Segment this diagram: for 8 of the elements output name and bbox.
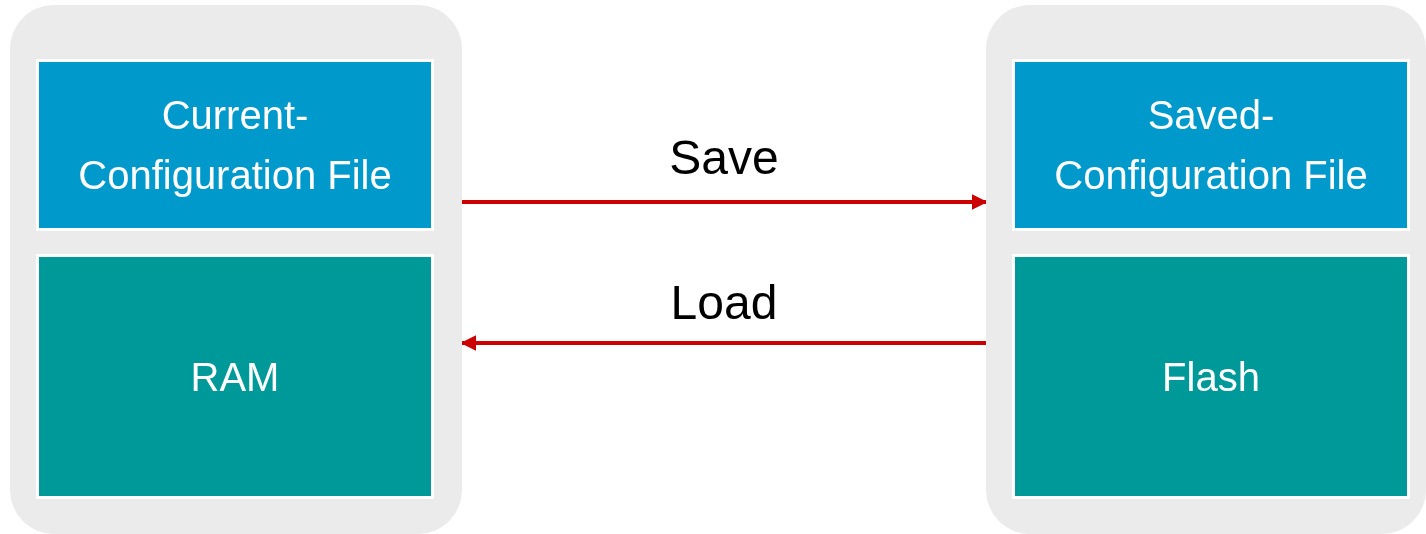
memory-box: RAM <box>36 254 434 499</box>
arrow <box>462 194 988 210</box>
arrow <box>460 335 986 351</box>
file-box: Saved- Configuration File <box>1012 59 1410 231</box>
device-panel <box>10 5 462 534</box>
memory-box: Flash <box>1012 254 1410 499</box>
device-panel <box>986 5 1426 534</box>
file-box: Current- Configuration File <box>36 59 434 231</box>
